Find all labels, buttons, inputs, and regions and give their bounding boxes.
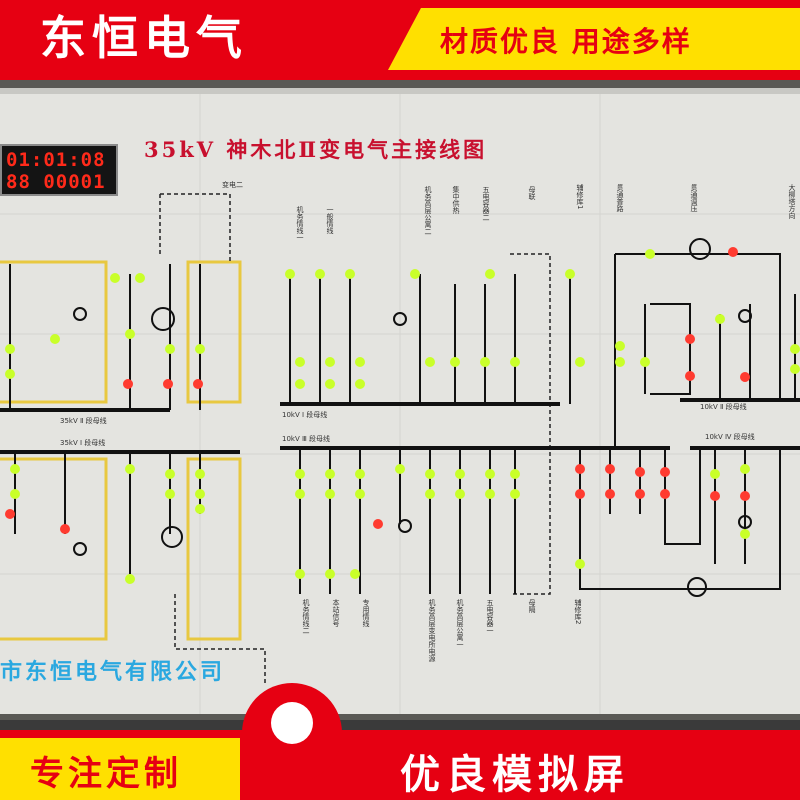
feeder-label: 母隔: [528, 599, 536, 613]
clock-line-2: 88 00001: [6, 171, 106, 193]
feeder-label: 辅修库2: [574, 599, 582, 625]
transformer-label: 变电二: [222, 181, 243, 189]
simulation-board: 01:01:08 8 88 00001 35kV 神木北Ⅱ变电气主接线图 变电二…: [0, 88, 800, 714]
clock-line-1: 01:01:08 8: [6, 149, 106, 193]
feeder-label: 辅修库1: [576, 184, 584, 210]
feeder-label: 大柳塔方向: [788, 184, 796, 219]
board-title: 35kV 神木北Ⅱ变电气主接线图: [144, 137, 488, 162]
feeder-label: 机务情线一: [296, 206, 304, 241]
bus-label: 10kV Ⅳ 段母线: [705, 433, 755, 441]
feeder-label: 机务高层公寓一: [456, 599, 464, 648]
feeder-label: 专用情线: [362, 599, 370, 627]
feeder-label: 本站信号: [332, 599, 340, 627]
badge-dot-icon: [271, 702, 313, 744]
top-banner: 东恒电气 材质优良 用途多样: [0, 0, 800, 80]
footer-left-text: 专注定制: [30, 754, 182, 794]
company-name: 市东恒电气有限公司: [0, 660, 226, 685]
brand-name: 东恒电气: [40, 11, 248, 65]
bus-label: 35kV Ⅰ 段母线: [60, 439, 106, 447]
slogan-banner: 材质优良 用途多样: [388, 8, 800, 70]
feeder-label: 集中供热: [452, 186, 460, 214]
bus-label: 10kV Ⅱ 段母线: [700, 403, 747, 411]
bus-label: 10kV Ⅲ 段母线: [282, 435, 331, 443]
wiring-diagram: [0, 94, 800, 714]
footer-right-text: 优良模拟屏: [400, 752, 630, 798]
slogan-text: 材质优良 用途多样: [440, 25, 692, 58]
digital-clock: 01:01:08 8 88 00001: [0, 144, 118, 196]
feeder-label: 一般情线: [326, 206, 334, 234]
bottom-left-panel: [0, 738, 240, 800]
feeder-label: 母联: [528, 186, 536, 200]
feeder-label: 机务高层公寓二: [424, 186, 432, 235]
bus-label: 35kV Ⅱ 段母线: [60, 417, 107, 425]
feeder-label: 五电容器一: [486, 599, 494, 634]
feeder-label: 机务情线二: [302, 599, 310, 634]
yellow-frame: [0, 260, 242, 641]
indicator-lights: [5, 247, 800, 584]
feeder-label: 五电容器二: [482, 186, 490, 221]
bus-label: 10kV Ⅰ 段母线: [282, 411, 328, 419]
feeder-label: 贯通普路: [616, 184, 624, 212]
feeder-label: 机务高层变电所电源: [428, 599, 436, 662]
feeder-label: 贯通调压: [690, 184, 698, 212]
